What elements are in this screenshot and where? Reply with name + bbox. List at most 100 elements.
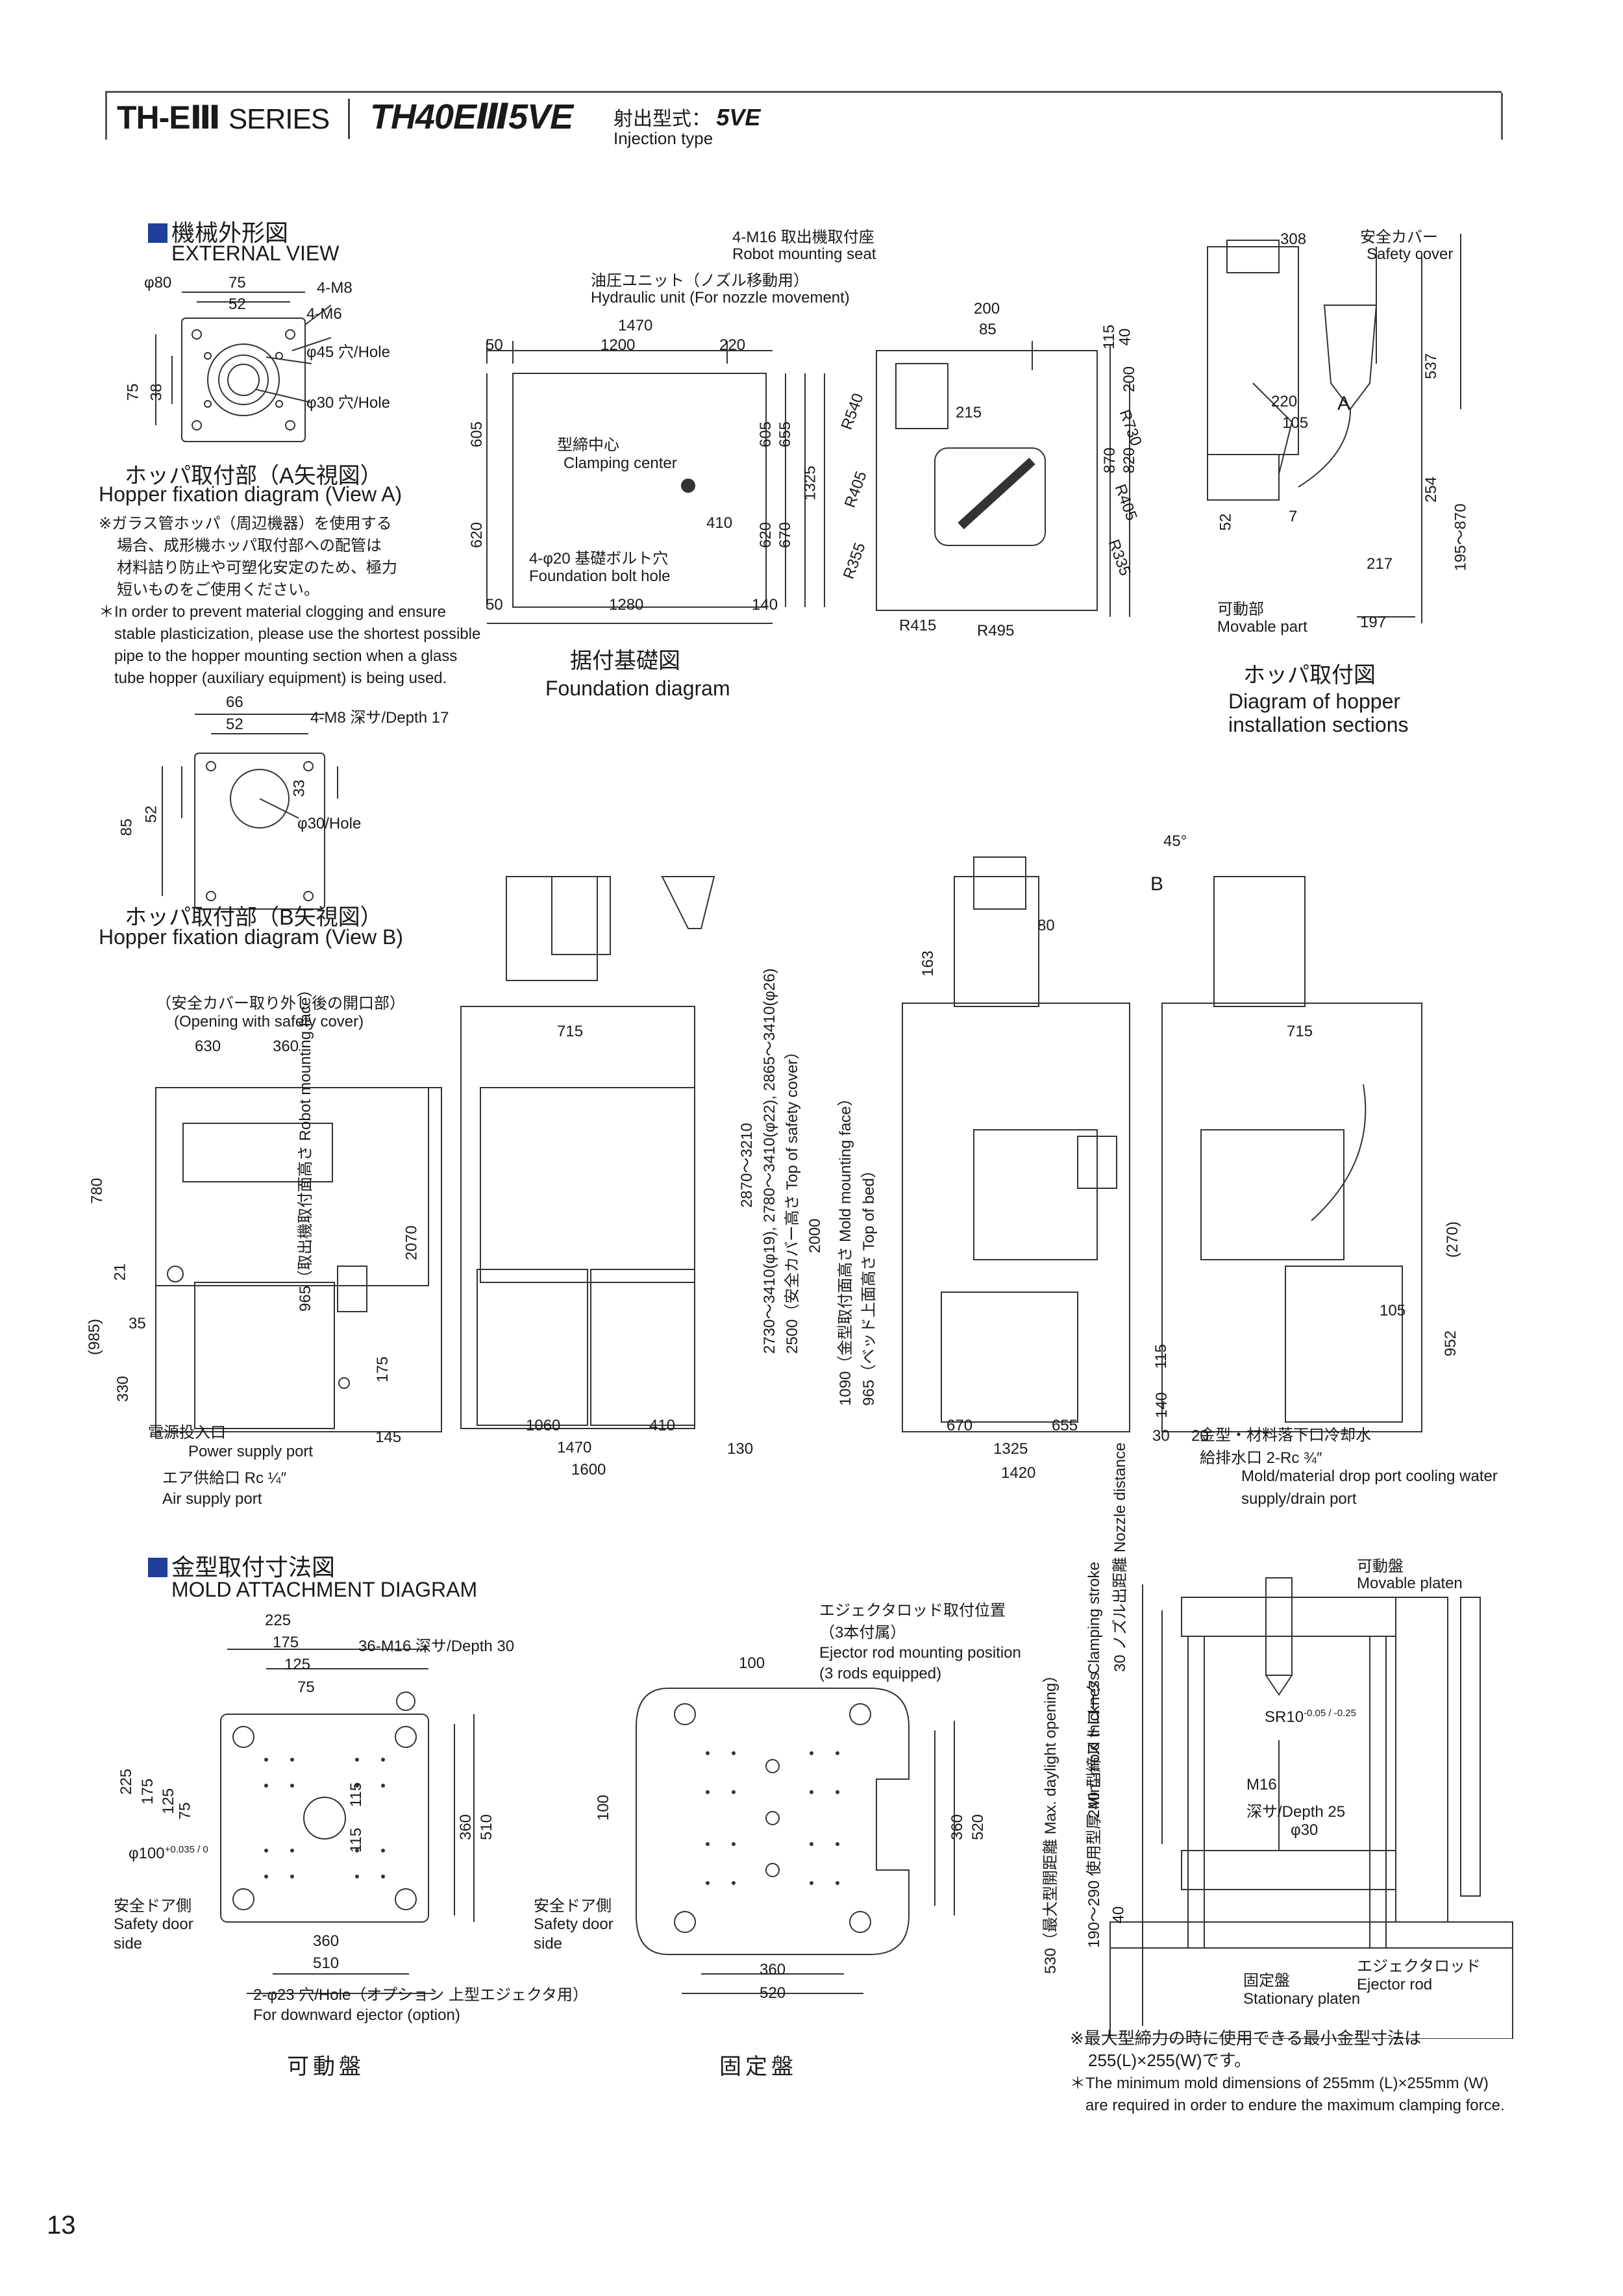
- mold-note-jp: ※最大型締力の時に使用できる最小金型寸法は 255(L)×255(W)です。: [1070, 2028, 1422, 2070]
- vert-2870-3210: 2870～3210: [738, 1123, 756, 1208]
- foundation-drawing: [486, 341, 1130, 624]
- dim-elev-1325: 1325: [993, 1440, 1028, 1458]
- downward-ejector-hole-jp: 2-φ23 穴/Hole（オプション 上型エジェクタ用）: [253, 1986, 588, 2004]
- dim-hopper-install-217: 217: [1367, 555, 1393, 573]
- mold-note-en: ＊The minimum mold dimensions of 255mm (L…: [1070, 2075, 1505, 2114]
- dim-mold-175: 175: [273, 1634, 299, 1651]
- series-title: TH-EⅢ SERIES: [117, 99, 330, 136]
- safety-door-jp-left: 安全ドア側: [114, 1897, 192, 1915]
- dim-elev-1420: 1420: [1001, 1464, 1036, 1482]
- hopper-install-caption-jp: ホッパ取付図: [1243, 663, 1376, 688]
- clamping-center-en: Clamping center: [564, 455, 677, 472]
- dim-elev-80: 80: [1037, 917, 1055, 934]
- water-port-en-2: supply/drain port: [1241, 1490, 1357, 1508]
- dim-mold-b360: 360: [313, 1932, 340, 1950]
- dim-foundation-1470: 1470: [618, 317, 653, 334]
- dim-elev-1060: 1060: [526, 1417, 561, 1434]
- safety-door-en2-right: side: [534, 1935, 563, 1953]
- dim-elev-655: 655: [1052, 1417, 1078, 1434]
- ejector-rod-jp: エジェクタロッド: [1357, 1958, 1481, 1975]
- dim-elev-1600: 1600: [571, 1461, 606, 1479]
- dim-foundation-620: 620: [468, 521, 486, 549]
- hopper-a-caption-jp: ホッパ取付部（A矢視図）: [125, 464, 382, 488]
- ejector-phi30: φ30: [1291, 1821, 1319, 1839]
- opening-label-jp: （安全カバー取り外し後の開口部）: [156, 995, 405, 1012]
- dim-fixed-v360: 360: [948, 1814, 967, 1841]
- dim-fixed-b360: 360: [760, 1961, 786, 1978]
- ejector-m16: M16: [1246, 1776, 1277, 1793]
- vert-safety-cover-top: 2500（安全カバー高さ Top of safety cover）: [784, 1043, 801, 1354]
- dim-mold-v75: 75: [176, 1802, 194, 1820]
- dim-elev-985: (985): [86, 1318, 104, 1356]
- section-marker-icon: [148, 1558, 167, 1577]
- dim-foundation-r620: 620: [757, 521, 775, 549]
- dim-hopper-a-75: 75: [229, 274, 246, 292]
- dim-elev-715b: 715: [1287, 1023, 1313, 1040]
- dim-hopper-b-v52: 52: [142, 805, 160, 823]
- ejector-rod-en: Ejector rod: [1357, 1976, 1433, 1993]
- dim-foundation-605: 605: [468, 421, 486, 448]
- dim-elev-105: 105: [1380, 1302, 1406, 1319]
- dim-side-40: 40: [1109, 1906, 1128, 1924]
- mold-thickness: 190～290 使用型厚 Min. mold thickness: [1085, 1672, 1103, 1948]
- downward-ejector-hole-en: For downward ejector (option): [253, 2006, 460, 2024]
- safety-door-en1-right: Safety door: [534, 1915, 613, 1933]
- movable-part-jp: 可動部: [1217, 601, 1264, 618]
- dim-mold-v360: 360: [457, 1814, 475, 1841]
- robot-seat-label-en: Robot mounting seat: [732, 245, 876, 263]
- dim-foundation-655: 655: [776, 421, 795, 448]
- safety-cover-jp: 安全カバー: [1360, 229, 1438, 246]
- dim-elev-952: 952: [1442, 1330, 1460, 1357]
- movable-part-en: Movable part: [1217, 618, 1307, 636]
- mold-side-section-drawing: [1109, 1577, 1513, 2039]
- dim-hopper-install-105: 105: [1282, 414, 1309, 432]
- dim-hopper-a-phi80: φ80: [144, 274, 172, 292]
- dim-elev-45deg: 45°: [1163, 832, 1187, 850]
- dim-plan-215: 215: [956, 404, 982, 421]
- ejector-position-jp-2: （3本付属）: [819, 1624, 906, 1641]
- dim-elev-145: 145: [375, 1429, 402, 1446]
- dim-plan-820: 820: [1121, 447, 1139, 474]
- model-title: TH40EⅢ5VE: [370, 97, 573, 136]
- dim-plan-85: 85: [979, 321, 997, 338]
- dim-mold-c115b: 115: [347, 1827, 365, 1853]
- max-daylight: 530（最大型開距離 Max. daylight opening）: [1042, 1667, 1059, 1974]
- dim-elev-715: 715: [557, 1023, 584, 1040]
- page-number: 13: [47, 2211, 76, 2240]
- dim-fixed-b520: 520: [760, 1984, 786, 2002]
- hopper-view-a-drawing: [155, 292, 332, 442]
- hopper-a-note-jp: ※ガラス管ホッパ（周辺機器）を使用する 場合、成形機ホッパ取付部への配管は 材料…: [99, 515, 397, 599]
- dim-elev-630: 630: [195, 1038, 221, 1055]
- dim-fixed-100: 100: [739, 1654, 765, 1672]
- dim-plan-r495: R495: [977, 622, 1015, 640]
- dim-hopper-a-m6: 4-M6: [306, 305, 342, 323]
- dim-elev-330: 330: [114, 1375, 132, 1403]
- movable-platen-side-en: Movable platen: [1357, 1575, 1463, 1592]
- dim-mold-c115a: 115: [347, 1782, 365, 1808]
- dim-foundation-220: 220: [719, 336, 746, 354]
- ejector-depth: 深サ/Depth 25: [1246, 1803, 1346, 1821]
- dim-fixed-v100: 100: [595, 1794, 613, 1821]
- hopper-b-caption-jp: ホッパ取付部（B矢視図）: [125, 905, 382, 930]
- dim-foundation-410: 410: [706, 514, 733, 532]
- ejector-position-en-2: (3 rods equipped): [819, 1665, 942, 1682]
- dim-elev-270: (270): [1444, 1221, 1462, 1258]
- opening-label-en: (Opening with safety cover): [174, 1013, 364, 1030]
- dim-hopper-install-52: 52: [1217, 513, 1235, 531]
- mold-subtitle: MOLD ATTACHMENT DIAGRAM: [171, 1578, 478, 1601]
- injection-type-en: Injection type: [613, 129, 713, 148]
- foundation-caption-jp: 据付基礎図: [570, 649, 680, 673]
- power-port-en: Power supply port: [188, 1443, 314, 1460]
- dim-plan-40: 40: [1116, 328, 1134, 346]
- dim-elev-1470: 1470: [557, 1439, 592, 1456]
- dim-mold-m16: 36-M16 深サ/Depth 30: [358, 1638, 515, 1655]
- dim-elev-21: 21: [111, 1263, 129, 1281]
- stationary-platen-jp: 固定盤: [1243, 1972, 1290, 1990]
- dim-mold-75: 75: [297, 1678, 315, 1696]
- nozzle-distance: 30 ノズル出距離 Nozzle distance: [1111, 1442, 1129, 1672]
- water-port-jp-1: 金型・材料落下口冷却水: [1200, 1427, 1371, 1444]
- hopper-b-caption-en: Hopper fixation diagram (View B): [99, 925, 403, 949]
- dim-hopper-b-v85: 85: [118, 818, 136, 836]
- hopper-a-note-en: ＊In order to prevent material clogging a…: [99, 603, 481, 687]
- dim-hopper-b-hole30: φ30/Hole: [297, 815, 362, 832]
